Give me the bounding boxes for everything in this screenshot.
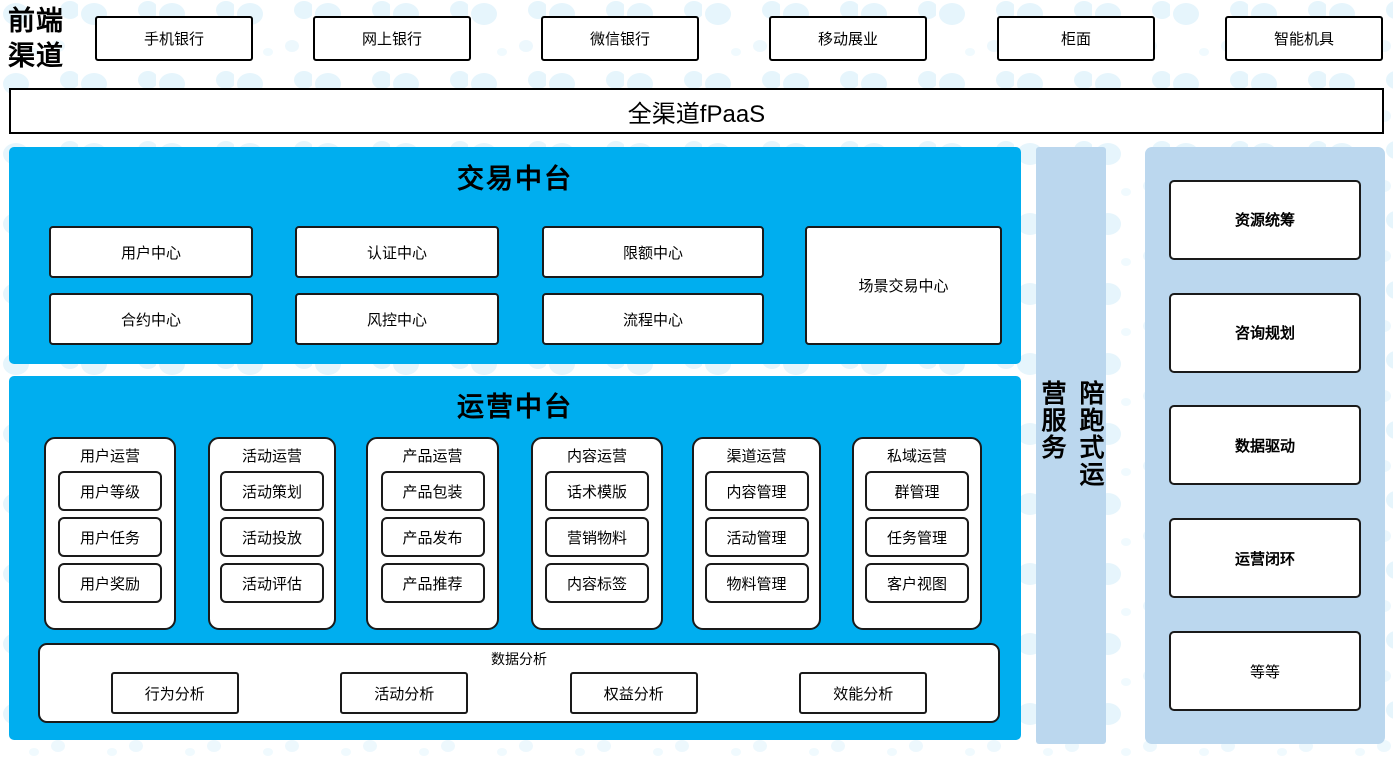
operation-column-private-domain[interactable]: 私域运营 群管理 任务管理 客户视图 bbox=[852, 437, 982, 630]
channel-box-label: 手机银行 bbox=[143, 31, 204, 48]
operation-item[interactable]: 用户奖励 bbox=[58, 563, 162, 603]
channel-box-mobile-bank[interactable]: 手机银行 bbox=[95, 16, 253, 61]
channel-box-online-bank[interactable]: 网上银行 bbox=[313, 16, 471, 61]
fpaas-bar: 全渠道fPaaS bbox=[9, 88, 1384, 134]
trade-platform-title: 交易中台 bbox=[457, 164, 573, 194]
accompany-service-panel: 陪跑式运营服务 bbox=[1036, 147, 1106, 744]
capability-item-data-driven[interactable]: 数据驱动 bbox=[1169, 405, 1361, 486]
trade-box-label: 流程中心 bbox=[622, 311, 683, 329]
fpaas-label: 全渠道fPaaS bbox=[627, 100, 766, 128]
operation-column-title: 产品运营 bbox=[402, 448, 463, 465]
operation-column-title: 私域运营 bbox=[886, 448, 947, 465]
operation-column-product[interactable]: 产品运营 产品包装 产品发布 产品推荐 bbox=[366, 437, 499, 630]
data-analysis-title: 数据分析 bbox=[491, 651, 547, 667]
operation-item[interactable]: 产品包装 bbox=[380, 471, 485, 511]
operation-item[interactable]: 话术模版 bbox=[545, 471, 649, 511]
capability-item-consulting[interactable]: 咨询规划 bbox=[1169, 292, 1361, 373]
trade-box-label: 风控中心 bbox=[366, 311, 427, 329]
trade-box-label: 限额中心 bbox=[622, 244, 683, 262]
operation-column-activity[interactable]: 活动运营 活动策划 活动投放 活动评估 bbox=[208, 437, 336, 630]
operation-item[interactable]: 内容管理 bbox=[704, 471, 809, 511]
front-channel-label: 前端 渠道 bbox=[8, 4, 90, 76]
data-analysis-strip: 数据分析 行为分析 活动分析 权益分析 效能分析 bbox=[38, 643, 1000, 723]
channel-box-label: 智能机具 bbox=[1273, 31, 1334, 48]
trade-box-contract-center[interactable]: 合约中心 bbox=[49, 293, 253, 345]
channel-box-label: 微信银行 bbox=[589, 31, 650, 48]
operation-item[interactable]: 活动评估 bbox=[220, 563, 324, 603]
operation-item[interactable]: 任务管理 bbox=[865, 517, 969, 557]
operation-item[interactable]: 营销物料 bbox=[545, 517, 649, 557]
operation-item[interactable]: 用户任务 bbox=[58, 517, 162, 557]
trade-box-auth-center[interactable]: 认证中心 bbox=[295, 226, 499, 278]
operation-item[interactable]: 产品推荐 bbox=[380, 563, 485, 603]
trade-box-label: 合约中心 bbox=[120, 311, 181, 329]
operation-column-content[interactable]: 内容运营 话术模版 营销物料 内容标签 bbox=[531, 437, 663, 630]
operation-item[interactable]: 产品发布 bbox=[380, 517, 485, 557]
trade-box-process-center[interactable]: 流程中心 bbox=[542, 293, 764, 345]
channel-box-label: 网上银行 bbox=[361, 31, 422, 48]
trade-box-scenario-trade-center[interactable]: 场景交易中心 bbox=[805, 226, 1002, 345]
operation-item[interactable]: 内容标签 bbox=[545, 563, 649, 603]
channel-box-label: 移动展业 bbox=[817, 31, 878, 48]
capability-item-closed-loop[interactable]: 运营闭环 bbox=[1169, 518, 1361, 599]
operation-item[interactable]: 活动投放 bbox=[220, 517, 324, 557]
channel-box-smart-machine[interactable]: 智能机具 bbox=[1225, 16, 1383, 61]
capability-item-resource[interactable]: 资源统筹 bbox=[1169, 179, 1361, 260]
data-analysis-item-activity[interactable]: 活动分析 bbox=[340, 672, 469, 714]
data-analysis-item-behavior[interactable]: 行为分析 bbox=[110, 672, 239, 714]
trade-box-limit-center[interactable]: 限额中心 bbox=[542, 226, 764, 278]
trade-box-user-center[interactable]: 用户中心 bbox=[49, 226, 253, 278]
data-analysis-item-benefit[interactable]: 权益分析 bbox=[569, 672, 698, 714]
operation-column-user[interactable]: 用户运营 用户等级 用户任务 用户奖励 bbox=[44, 437, 176, 630]
operation-item[interactable]: 群管理 bbox=[865, 471, 969, 511]
operation-item[interactable]: 活动策划 bbox=[220, 471, 324, 511]
trade-box-risk-center[interactable]: 风控中心 bbox=[295, 293, 499, 345]
trade-box-label: 用户中心 bbox=[120, 244, 181, 262]
operation-column-channel[interactable]: 渠道运营 内容管理 活动管理 物料管理 bbox=[692, 437, 821, 630]
capability-item-etc[interactable]: 等等 bbox=[1169, 631, 1361, 712]
operation-item[interactable]: 物料管理 bbox=[704, 563, 809, 603]
channel-box-label: 柜面 bbox=[1060, 31, 1091, 48]
trade-box-label: 认证中心 bbox=[366, 244, 427, 262]
channel-box-counter[interactable]: 柜面 bbox=[997, 16, 1155, 61]
operation-platform-title: 运营中台 bbox=[457, 392, 573, 422]
front-channel-label-line2: 渠道 bbox=[8, 41, 64, 71]
channel-box-mobile-business[interactable]: 移动展业 bbox=[769, 16, 927, 61]
operation-item[interactable]: 用户等级 bbox=[58, 471, 162, 511]
channel-box-wechat-bank[interactable]: 微信银行 bbox=[541, 16, 699, 61]
accompany-service-label: 陪跑式运营服务 bbox=[1038, 379, 1104, 488]
operation-column-title: 活动运营 bbox=[241, 448, 302, 465]
capability-panel: 资源统筹 咨询规划 数据驱动 运营闭环 等等 bbox=[1145, 147, 1385, 744]
operation-item[interactable]: 客户视图 bbox=[865, 563, 969, 603]
operation-item[interactable]: 活动管理 bbox=[704, 517, 809, 557]
operation-column-title: 内容运营 bbox=[566, 448, 627, 465]
operation-column-title: 渠道运营 bbox=[726, 448, 787, 465]
front-channel-label-line1: 前端 bbox=[8, 6, 64, 36]
trade-box-label: 场景交易中心 bbox=[858, 278, 949, 295]
operation-column-title: 用户运营 bbox=[79, 448, 140, 465]
data-analysis-item-efficiency[interactable]: 效能分析 bbox=[799, 672, 928, 714]
